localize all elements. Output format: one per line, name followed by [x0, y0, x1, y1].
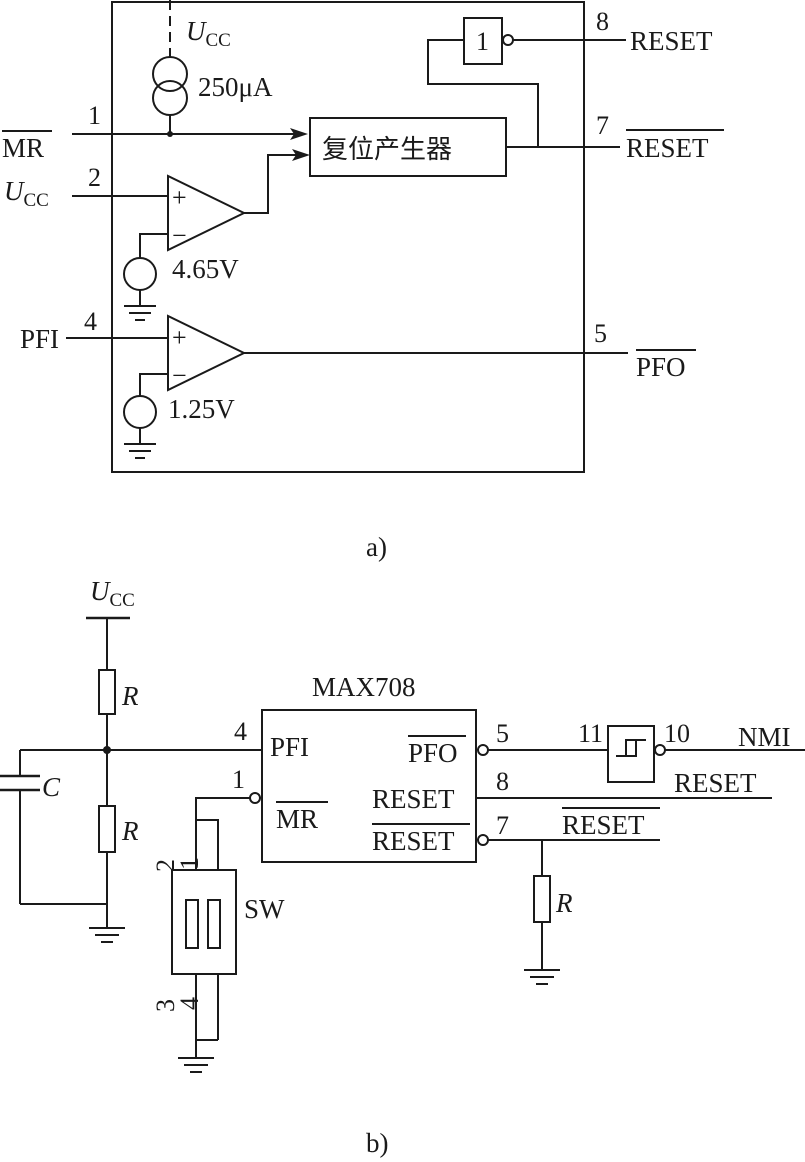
inverter-input-wire — [427, 39, 539, 147]
ground-icon — [124, 443, 156, 459]
upper-resistor-label: R — [121, 681, 139, 711]
pfi-pin-label-b: PFI — [270, 732, 309, 762]
capacitor-label: C — [42, 772, 61, 802]
arrowhead — [290, 128, 308, 140]
current-source-label: 250μA — [198, 72, 273, 102]
chip-name: MAX708 — [312, 672, 416, 702]
inverter-label: 1 — [476, 27, 489, 56]
mr-pin-number-b: 1 — [232, 765, 245, 794]
current-source-symbol — [152, 56, 188, 116]
ground-icon — [178, 1057, 214, 1073]
schmitt-trigger-box — [607, 725, 655, 783]
ucc-supply-label-b: UCC — [90, 576, 135, 611]
reset-n-output-label: RESET — [562, 810, 645, 840]
reset-pin-label-b: RESET — [372, 784, 455, 814]
reset-n-pin-label-b: RESET — [372, 826, 455, 856]
reset-n-pin-number-a: 7 — [596, 111, 609, 140]
pfi-pin-number-a: 4 — [84, 307, 97, 336]
switch-label: SW — [244, 894, 285, 924]
reset-pin-label-a: RESET — [630, 26, 713, 56]
mr-wire — [195, 797, 250, 870]
pfo-pin-label-a: PFO — [636, 352, 686, 382]
pfi-pin-label-a: PFI — [20, 324, 59, 354]
ucc-pin-label-a: UCC — [4, 176, 49, 211]
nmi-label: NMI — [738, 722, 791, 752]
voltage-ref-1-symbol — [123, 257, 157, 291]
part-b-application-circuit: UCC R C R MAX708 4 PFI 1 — [0, 576, 805, 1158]
reset-output-label: RESET — [674, 768, 757, 798]
ref-1-label: 4.65V — [172, 254, 239, 284]
ref-1-wire — [139, 233, 168, 258]
ucc-supply-label-a: UCC — [186, 16, 231, 51]
pfo-pin-label-b: PFO — [408, 738, 458, 768]
switch-sw — [171, 820, 237, 1058]
comparator-1-minus: − — [172, 221, 187, 250]
reset-pin-number-b: 8 — [496, 767, 509, 796]
switch-pin-4: 4 — [175, 997, 204, 1010]
switch-pin-3: 3 — [151, 999, 180, 1012]
switch-pin-1: 1 — [175, 857, 204, 870]
ucc-pin-number-a: 2 — [88, 163, 101, 192]
ground-icon — [524, 969, 560, 985]
ground-icon — [89, 927, 125, 943]
switch-pin-2: 2 — [151, 859, 180, 872]
mr-pin-number-a: 1 — [88, 101, 101, 130]
reset-n-pin-number-b: 7 — [496, 811, 509, 840]
comparator-2-minus: − — [172, 361, 187, 390]
caption-b: b) — [366, 1128, 389, 1158]
caption-a: a) — [366, 532, 387, 562]
lower-resistor — [98, 805, 116, 853]
schmitt-output-pin: 10 — [664, 719, 690, 748]
mr-pin-label-b: MR — [276, 804, 318, 834]
arrowhead — [292, 149, 310, 161]
reset-n-pin-bubble — [477, 834, 489, 846]
divider-junction-dot — [103, 746, 111, 754]
lower-resistor-label: R — [121, 816, 139, 846]
comparator-2 — [167, 314, 247, 392]
pulldown-resistor — [533, 875, 551, 923]
part-a-block-diagram: UCC 250μA 1 MR 复位产生器 2 UCC + − — [2, 0, 724, 562]
reset-pin-number-a: 8 — [596, 7, 609, 36]
pfi-pin-number-b: 4 — [234, 717, 247, 746]
reset-n-pin-label-a: RESET — [626, 133, 709, 163]
comparator-1-output-wire — [244, 154, 300, 214]
inverter-box — [463, 17, 503, 65]
mr-pin-bubble — [249, 792, 261, 804]
schmitt-input-pin: 11 — [578, 719, 603, 748]
comparator-1-plus: + — [172, 183, 187, 212]
ground-icon — [124, 305, 156, 321]
ref-2-label: 1.25V — [168, 394, 235, 424]
inverter-bubble — [502, 34, 514, 46]
max708-internal-outline — [111, 1, 585, 473]
upper-resistor — [98, 669, 116, 715]
hysteresis-icon — [616, 739, 646, 757]
pfo-pin-number-b: 5 — [496, 719, 509, 748]
pfo-pin-number-a: 5 — [594, 319, 607, 348]
comparator-2-plus: + — [172, 323, 187, 352]
pfo-pin-bubble — [477, 744, 489, 756]
ref-2-wire — [139, 373, 168, 396]
mr-pin-label-a: MR — [2, 133, 44, 163]
comparator-1 — [167, 174, 247, 252]
voltage-ref-2-symbol — [123, 395, 157, 429]
pulldown-resistor-label: R — [555, 888, 573, 918]
reset-generator-label: 复位产生器 — [322, 135, 452, 165]
